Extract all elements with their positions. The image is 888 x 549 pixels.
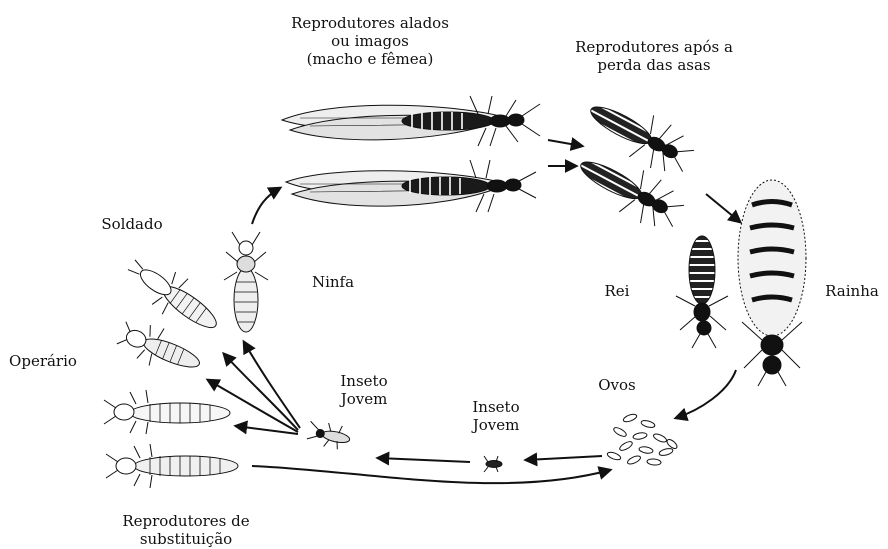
arrow-replacement-to-eggs [252,466,610,483]
king-termite-icon [676,236,728,348]
label-inseto-jovem-1-line2: Jovem [334,390,394,408]
queen-termite-icon [738,180,806,386]
worker-termite-icon [104,314,230,434]
label-winged-line1: Reprodutores alados [290,14,450,32]
label-dealate-line1: Reprodutores após a [566,38,742,56]
label-inseto-jovem-2-line1: Inseto [466,398,526,416]
label-ninfa: Ninfa [306,273,360,291]
winged-termite-icon [282,96,540,212]
label-inseto-jovem-2: Inseto Jovem [466,398,526,434]
label-replacement-reproductives: Reprodutores de substituição [106,512,266,548]
arrow-queen-to-eggs [676,370,736,418]
label-winged-line2: ou imagos [290,32,450,50]
label-operario: Operário [6,352,80,370]
arrow-eggs-to-larva [526,456,602,460]
label-winged-line3: (macho e fêmea) [290,50,450,68]
label-inseto-jovem-2-line2: Jovem [466,416,526,434]
label-rainha: Rainha [822,282,882,300]
arrow-young-to-soldier [224,354,298,430]
label-inseto-jovem-1: Inseto Jovem [334,372,394,408]
label-replacement-line2: substituição [106,530,266,548]
label-replacement-line1: Reprodutores de [106,512,266,530]
arrow-dealate-to-queen [706,194,740,222]
label-rei: Rei [602,282,632,300]
arrow-winged-to-dealate [548,140,582,146]
arrow-larva-to-young [378,458,470,462]
label-soldado: Soldado [96,215,168,233]
eggs-icon [606,413,678,466]
nymph-icon [224,232,268,332]
label-ovos: Ovos [594,376,640,394]
arrow-young-to-nymph [244,342,300,428]
replacement-reproductive-icon [106,444,238,488]
dealate-termite-icon [570,88,700,237]
label-inseto-jovem-1-line1: Inseto [334,372,394,390]
label-winged-reproductives: Reprodutores alados ou imagos (macho e f… [290,14,450,68]
label-dealate-reproductives: Reprodutores após a perda das asas [566,38,742,74]
arrow-nymph-to-winged [252,188,280,224]
label-dealate-line2: perda das asas [566,56,742,74]
soldier-termite-icon [119,247,229,344]
